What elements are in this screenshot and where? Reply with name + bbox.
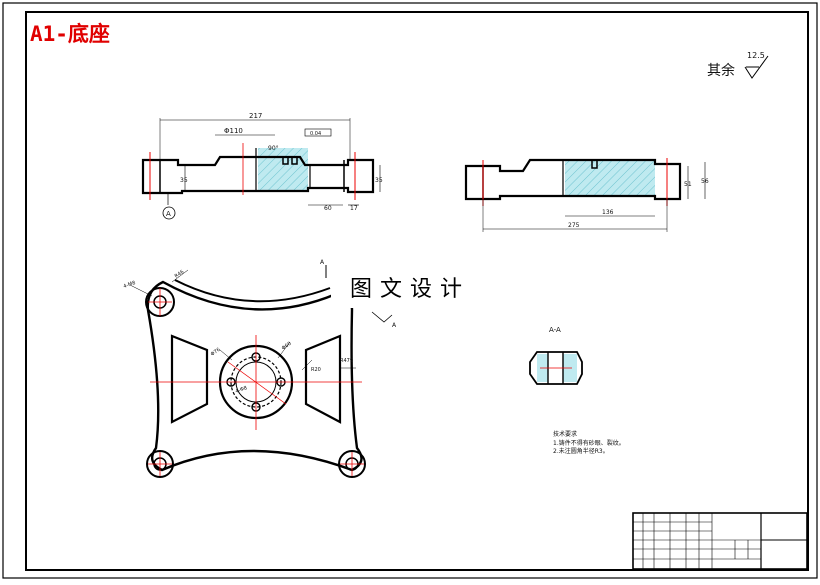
- roughness-symbol: [744, 55, 769, 79]
- dim-side-overall: 275: [568, 222, 580, 229]
- drawing-title: A1-底座: [30, 22, 110, 46]
- roughness-value: 12.5: [747, 51, 765, 60]
- dim-plan-side: R479: [340, 358, 353, 364]
- dim-side-width: 136: [602, 209, 614, 216]
- tech-requirements-heading: 技术要求: [553, 431, 578, 438]
- roughness-note: 其余: [707, 63, 735, 79]
- front-view: 217 Φ110 0.04 90° 35 35 60 17 A: [141, 112, 383, 220]
- tech-requirement-line: 1.铸件不得有砂眼、裂纹。: [553, 439, 625, 447]
- datum-a: A: [166, 210, 171, 218]
- section-marker-a-top: A: [320, 259, 325, 266]
- title-block: [632, 512, 808, 570]
- dim-plan-center: Φ76: [210, 347, 222, 358]
- dim-plan-holes: 4-M8: [123, 280, 137, 290]
- dim-front-height-left: 35: [180, 177, 188, 184]
- inner-border: [25, 11, 809, 571]
- section-marker-a-bottom: A: [392, 322, 397, 329]
- dim-plan-circle: Φ60: [281, 341, 293, 352]
- dim-plan-bore: 4-Φ8: [235, 385, 248, 395]
- dim-front-overall: 217: [249, 112, 262, 120]
- dim-front-bore: Φ110: [224, 127, 243, 135]
- dim-plan-r: R20: [311, 367, 321, 373]
- watermark-banner: 图文设计: [331, 272, 489, 308]
- tech-requirement-line: 2.未注圆角半径R3。: [553, 448, 609, 455]
- dim-front-right-len: 60: [324, 205, 332, 212]
- dim-plan-arc: R46: [174, 269, 186, 280]
- dim-front-tol: 0.04: [310, 131, 321, 137]
- dim-front-height-right: 35: [375, 177, 383, 184]
- dim-side-h1: 51: [684, 181, 692, 188]
- tech-requirements: 技术要求 1.铸件不得有砂眼、裂纹。 2.未注圆角半径R3。: [553, 431, 625, 457]
- dim-front-angle: 90°: [268, 145, 279, 152]
- section-aa-view: [529, 351, 583, 385]
- section-aa-label: A-A: [549, 326, 561, 334]
- dim-front-right-small: 17: [350, 205, 358, 212]
- plan-view: 4-M8 R46 Φ76 Φ60 4-Φ8 R20 R479 A A: [123, 259, 397, 478]
- side-view: 136 275 51 56: [464, 158, 709, 232]
- dim-side-h2: 56: [701, 178, 709, 185]
